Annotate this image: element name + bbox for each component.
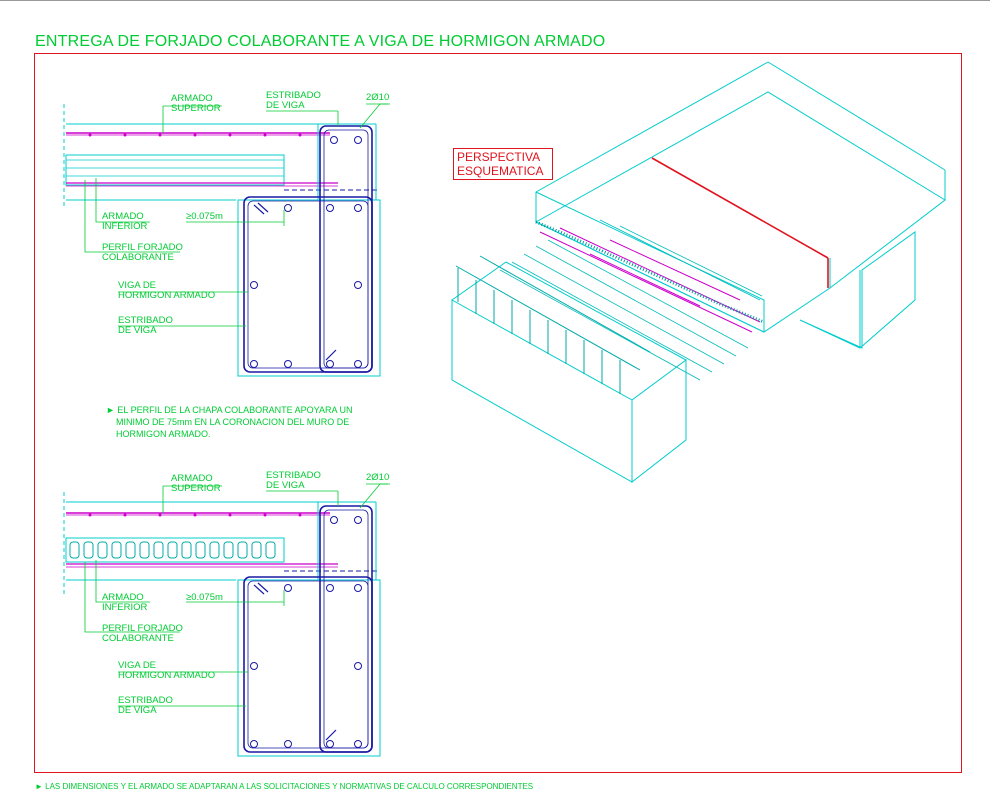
label-armado-inferior: ARMADO INFERIOR bbox=[102, 212, 147, 232]
label-line: ESTRIBADO bbox=[118, 315, 173, 326]
label-line: COLABORANTE bbox=[102, 633, 174, 644]
label-line: DE VIGA bbox=[266, 100, 305, 111]
label-line: VIGA DE bbox=[118, 660, 157, 671]
note-line: HORMIGON ARMADO. bbox=[116, 429, 211, 439]
label-dimension: ≥0.075m bbox=[186, 592, 223, 603]
top-border-line bbox=[0, 0, 990, 1]
label-line: PERFIL FORJADO bbox=[102, 242, 183, 253]
drawing-title: ENTREGA DE FORJADO COLABORANTE A VIGA DE… bbox=[35, 33, 606, 50]
label-viga-hormigon: VIGA DE HORMIGON ARMADO bbox=[118, 281, 215, 301]
label-armado-superior: ARMADO SUPERIOR bbox=[171, 474, 221, 494]
label-line: SUPERIOR bbox=[171, 103, 221, 114]
section-detail-top bbox=[63, 103, 390, 377]
note-line: ► EL PERFIL DE LA CHAPA COLABORANTE APOY… bbox=[106, 405, 353, 415]
label-line: ESTRIBADO bbox=[266, 470, 321, 481]
label-bar-diameter: 2Ø10 bbox=[366, 92, 390, 103]
label-perfil-forjado: PERFIL FORJADO COLABORANTE bbox=[102, 243, 183, 263]
label-line: HORMIGON ARMADO bbox=[118, 290, 216, 301]
label-line: ARMADO bbox=[102, 211, 144, 222]
label-armado-superior: ARMADO SUPERIOR bbox=[171, 94, 221, 114]
label-line: ESTRIBADO bbox=[266, 90, 321, 101]
label-estribado-viga: ESTRIBADO DE VIGA bbox=[118, 696, 173, 716]
label-line: INFERIOR bbox=[102, 221, 148, 232]
label-line: PERFIL FORJADO bbox=[102, 623, 183, 634]
label-line: DE VIGA bbox=[266, 480, 305, 491]
label-estribado-viga: ESTRIBADO DE VIGA bbox=[118, 316, 173, 336]
label-line: PERSPECTIVA bbox=[457, 150, 541, 164]
label-line: ESTRIBADO bbox=[118, 695, 173, 706]
note-line: MINIMO DE 75mm EN LA CORONACION DEL MURO… bbox=[116, 417, 350, 427]
label-bar-diameter: 2Ø10 bbox=[366, 472, 390, 483]
label-line: DE VIGA bbox=[118, 705, 157, 716]
label-line: ARMADO bbox=[102, 592, 144, 603]
label-line: HORMIGON ARMADO bbox=[118, 670, 216, 681]
label-line: INFERIOR bbox=[102, 602, 148, 613]
label-line: VIGA DE bbox=[118, 280, 157, 291]
label-estribado-viga-top: ESTRIBADO DE VIGA bbox=[266, 91, 321, 111]
footer-note: ► LAS DIMENSIONES Y EL ARMADO SE ADAPTAR… bbox=[35, 782, 534, 791]
label-armado-inferior: ARMADO INFERIOR bbox=[102, 593, 147, 613]
label-line: ARMADO bbox=[171, 93, 213, 104]
perspective-drawing bbox=[451, 61, 946, 484]
label-estribado-viga-top: ESTRIBADO DE VIGA bbox=[266, 471, 321, 491]
label-line: ESQUEMATICA bbox=[457, 164, 544, 178]
label-line: SUPERIOR bbox=[171, 483, 221, 494]
label-viga-hormigon: VIGA DE HORMIGON ARMADO bbox=[118, 661, 215, 681]
label-dimension: ≥0.075m bbox=[186, 211, 223, 222]
section-detail-bottom bbox=[63, 483, 390, 757]
perspective-label: PERSPECTIVA ESQUEMATICA bbox=[453, 148, 553, 180]
drawing-frame bbox=[34, 53, 962, 773]
label-line: COLABORANTE bbox=[102, 252, 174, 263]
label-perfil-forjado: PERFIL FORJADO COLABORANTE bbox=[102, 624, 183, 644]
label-line: DE VIGA bbox=[118, 325, 157, 336]
note-perfil-apoyo: ► EL PERFIL DE LA CHAPA COLABORANTE APOY… bbox=[106, 404, 353, 440]
label-line: ARMADO bbox=[171, 473, 213, 484]
